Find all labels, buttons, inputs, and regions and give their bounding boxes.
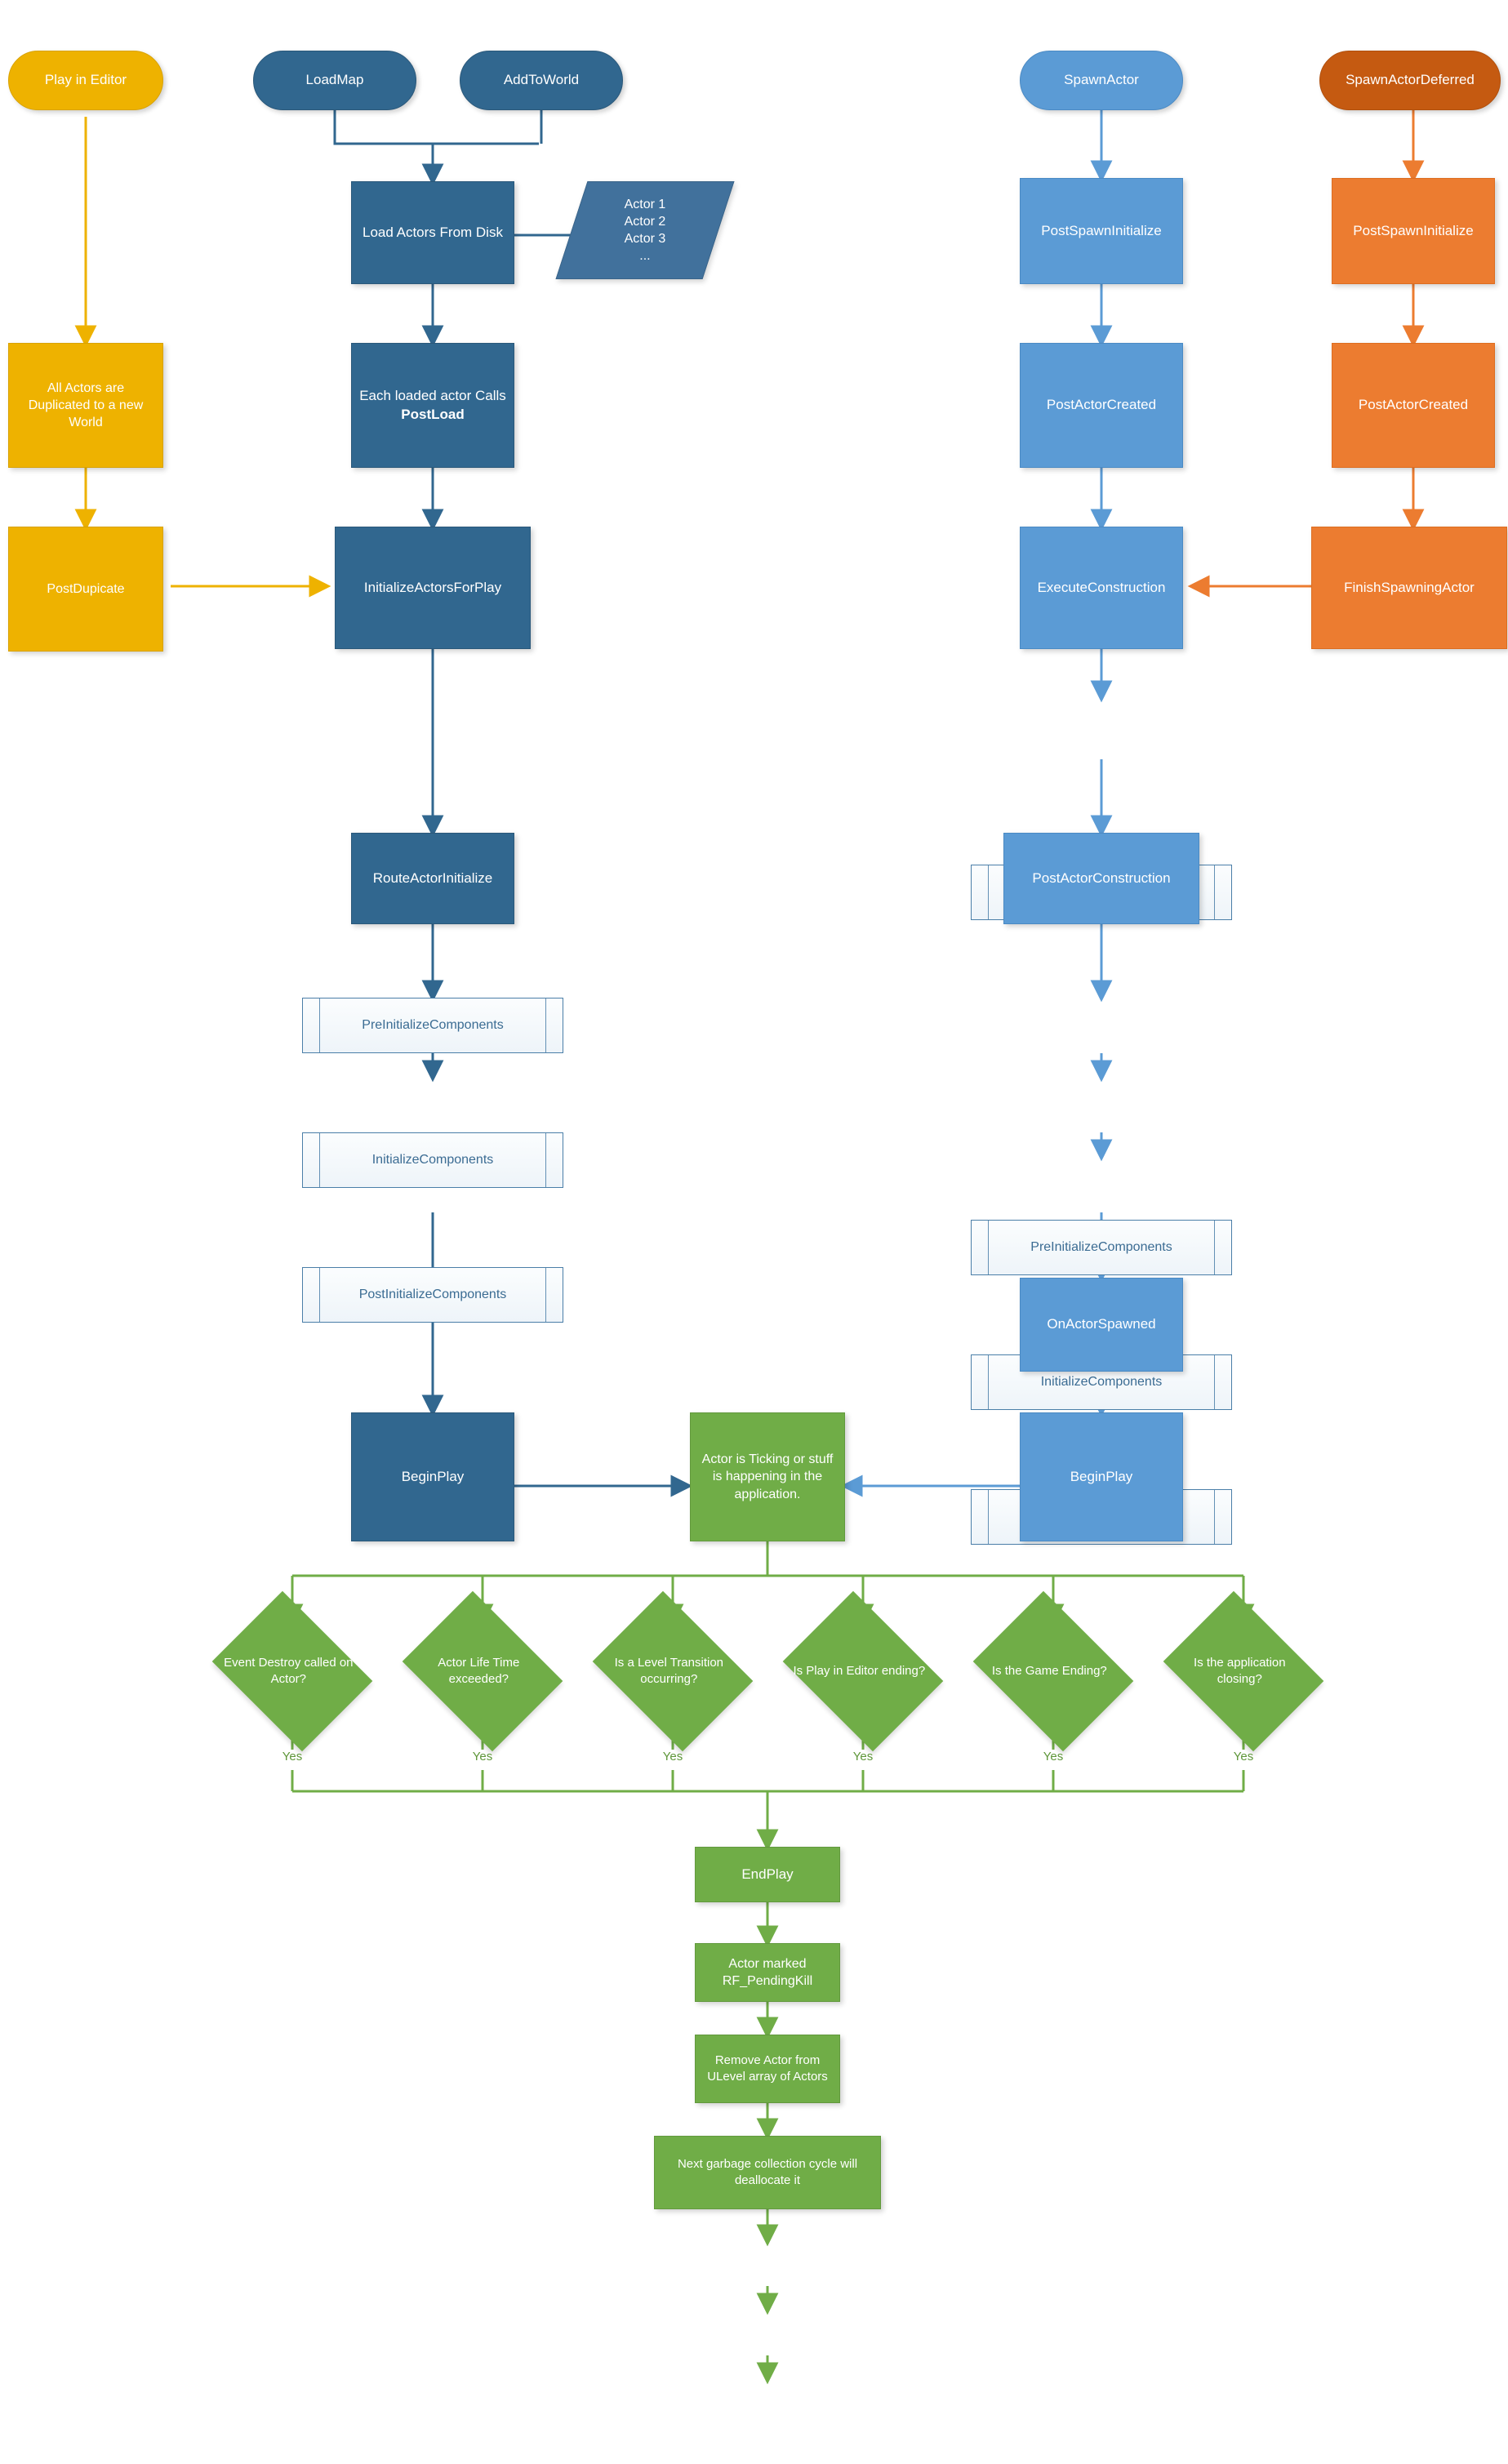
node-label: BeginPlay (1070, 1468, 1133, 1484)
node-label: PostActorCreated (1358, 397, 1469, 413)
node-label: PostSpawnInitialize (1353, 222, 1474, 238)
node-label: PreInitializeComponents (362, 1018, 504, 1033)
node-post-actor-construction[interactable]: PostActorConstruction (1003, 833, 1199, 924)
node-label: ExecuteConstruction (1037, 579, 1166, 595)
node-load-map[interactable]: LoadMap (253, 51, 416, 110)
yes-label-event-destroy: Yes (282, 1750, 303, 1763)
node-label: Is Play in Editor ending? (793, 1664, 926, 1679)
node-label: InitializeActorsForPlay (363, 579, 502, 595)
actor-list-line-4: ... (639, 249, 651, 264)
node-label: Event Destroy called on Actor? (224, 1656, 354, 1686)
node-label: Actor is Ticking or stuff is happening i… (701, 1452, 834, 1501)
node-label: Is a Level Transition occurring? (614, 1656, 724, 1686)
decision-play-in-editor-ending[interactable]: Is Play in Editor ending? (782, 1590, 944, 1752)
node-label: SpawnActor (1064, 72, 1139, 88)
node-label: EndPlay (741, 1866, 794, 1882)
node-label: SpawnActorDeferred (1346, 72, 1475, 88)
node-play-in-editor[interactable]: Play in Editor (8, 51, 163, 110)
decision-level-transition[interactable]: Is a Level Transition occurring? (592, 1590, 754, 1752)
node-each-loaded-actor-postload[interactable]: Each loaded actor Calls PostLoad (351, 343, 514, 468)
node-add-to-world[interactable]: AddToWorld (460, 51, 623, 110)
actor-list-line-1: Actor 1 (624, 197, 666, 211)
node-label: Play in Editor (44, 72, 127, 88)
node-label: AddToWorld (503, 72, 580, 88)
postload-emphasis: PostLoad (401, 406, 465, 422)
node-begin-play-left[interactable]: BeginPlay (351, 1412, 514, 1541)
node-label: Load Actors From Disk (363, 224, 503, 240)
node-post-actor-created-spawn[interactable]: PostActorCreated (1020, 343, 1183, 468)
node-remove-actor-from-ulevel[interactable]: Remove Actor from ULevel array of Actors (695, 2035, 840, 2103)
actor-list-line-3: Actor 3 (624, 232, 666, 246)
node-label: PostDupicate (47, 581, 125, 596)
node-label: LoadMap (305, 72, 364, 88)
node-post-initialize-components-left[interactable]: PostInitializeComponents (302, 1267, 563, 1323)
node-load-actors-from-disk[interactable]: Load Actors From Disk (351, 181, 514, 284)
node-label: PostInitializeComponents (358, 1288, 507, 1302)
node-label: PostSpawnInitialize (1041, 222, 1162, 238)
node-label: RouteActorInitialize (372, 870, 493, 886)
node-post-spawn-initialize-deferred[interactable]: PostSpawnInitialize (1332, 178, 1495, 284)
node-route-actor-initialize[interactable]: RouteActorInitialize (351, 833, 514, 924)
yes-label-play-in-editor-ending: Yes (852, 1750, 874, 1763)
yes-label-actor-life-time: Yes (472, 1750, 493, 1763)
node-label: Is the Game Ending? (991, 1664, 1107, 1679)
node-actor-marked-pendingkill[interactable]: Actor marked RF_PendingKill (695, 1943, 840, 2002)
node-end-play[interactable]: EndPlay (695, 1847, 840, 1902)
node-pre-initialize-components-right[interactable]: PreInitializeComponents (971, 1220, 1232, 1275)
node-label: FinishSpawningActor (1344, 579, 1475, 595)
node-label: BeginPlay (401, 1468, 465, 1484)
node-post-spawn-initialize-spawn[interactable]: PostSpawnInitialize (1020, 178, 1183, 284)
node-label: Actor Life Time exceeded? (438, 1656, 520, 1686)
node-label: All Actors are Duplicated to a new World (28, 380, 144, 430)
node-label: Actor marked RF_PendingKill (722, 1956, 813, 1988)
decision-application-closing[interactable]: Is the application closing? (1163, 1590, 1324, 1752)
node-all-actors-duplicated[interactable]: All Actors are Duplicated to a new World (8, 343, 163, 468)
node-spawn-actor[interactable]: SpawnActor (1020, 51, 1183, 110)
node-label: Remove Actor from ULevel array of Actors (707, 2053, 828, 2084)
node-label: PostActorConstruction (1032, 870, 1171, 886)
node-label: PreInitializeComponents (1030, 1240, 1172, 1255)
node-label: Each loaded actor Calls PostLoad (358, 387, 507, 424)
node-post-duplicate[interactable]: PostDupicate (8, 527, 163, 652)
node-label: PostActorCreated (1046, 397, 1157, 413)
node-pre-initialize-components-left[interactable]: PreInitializeComponents (302, 998, 563, 1053)
node-spawn-actor-deferred[interactable]: SpawnActorDeferred (1319, 51, 1501, 110)
node-label: InitializeComponents (1040, 1375, 1163, 1390)
decision-event-destroy[interactable]: Event Destroy called on Actor? (211, 1590, 373, 1752)
decision-game-ending[interactable]: Is the Game Ending? (972, 1590, 1134, 1752)
node-on-actor-spawned[interactable]: OnActorSpawned (1020, 1278, 1183, 1372)
node-initialize-actors-for-play[interactable]: InitializeActorsForPlay (335, 527, 531, 649)
node-actor-list[interactable]: Actor 1 Actor 2 Actor 3 ... (555, 181, 735, 279)
node-label: Actor 1 Actor 2 Actor 3 ... (579, 196, 711, 265)
yes-label-level-transition: Yes (662, 1750, 683, 1763)
yes-label-game-ending: Yes (1043, 1750, 1064, 1763)
decision-actor-life-time[interactable]: Actor Life Time exceeded? (402, 1590, 563, 1752)
node-label: OnActorSpawned (1047, 1316, 1156, 1332)
node-post-actor-created-deferred[interactable]: PostActorCreated (1332, 343, 1495, 468)
each-loaded-actor-prefix: Each loaded actor Calls (359, 388, 506, 404)
actor-list-line-2: Actor 2 (624, 214, 666, 229)
node-initialize-components-left[interactable]: InitializeComponents (302, 1132, 563, 1188)
node-label: Next garbage collection cycle will deall… (677, 2157, 858, 2187)
node-begin-play-right[interactable]: BeginPlay (1020, 1412, 1183, 1541)
yes-label-application-closing: Yes (1233, 1750, 1254, 1763)
node-label: Is the application closing? (1194, 1656, 1286, 1686)
node-label: InitializeComponents (371, 1153, 494, 1168)
node-finish-spawning-actor[interactable]: FinishSpawningActor (1311, 527, 1507, 649)
node-actor-ticking[interactable]: Actor is Ticking or stuff is happening i… (690, 1412, 845, 1541)
node-next-garbage-collection[interactable]: Next garbage collection cycle will deall… (654, 2136, 881, 2209)
node-execute-construction[interactable]: ExecuteConstruction (1020, 527, 1183, 649)
